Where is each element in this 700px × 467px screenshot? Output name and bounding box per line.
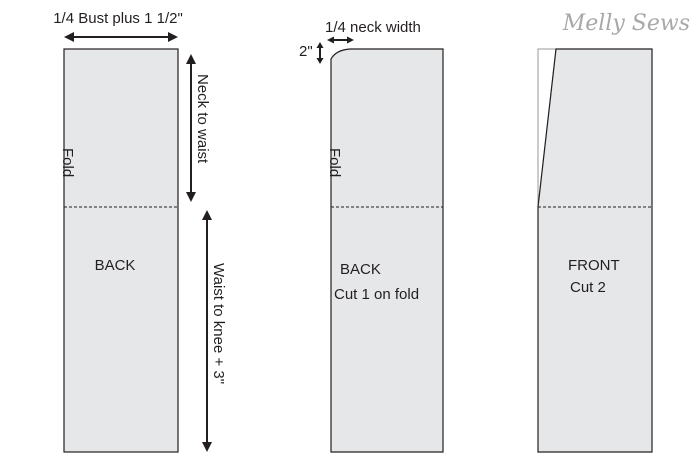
neck-to-waist-arrow bbox=[186, 54, 196, 202]
bust-width-label: 1/4 Bust plus 1 1/2" bbox=[53, 10, 183, 27]
neck-width-label: 1/4 neck width bbox=[325, 19, 421, 36]
waist-to-knee-label: Waist to knee + 3" bbox=[210, 263, 227, 384]
pattern-piece-back-left: Fold BACK bbox=[59, 48, 179, 453]
piece-name-label: BACK bbox=[95, 257, 136, 274]
neck-to-waist-label: Neck to waist bbox=[194, 74, 211, 164]
pattern-piece-back-middle: Fold BACK Cut 1 on fold bbox=[326, 48, 444, 453]
cut-instruction-label: Cut 1 on fold bbox=[334, 286, 419, 303]
piece-outline-neckline bbox=[330, 48, 444, 453]
fold-label: Fold bbox=[326, 148, 343, 177]
piece-outline bbox=[537, 48, 653, 453]
pattern-piece-front: FRONT Cut 2 bbox=[537, 48, 653, 453]
neck-depth-arrow bbox=[316, 42, 324, 64]
piece-name-label: BACK bbox=[340, 261, 381, 278]
fold-label: Fold bbox=[59, 148, 76, 177]
bust-width-arrow bbox=[64, 32, 178, 42]
waist-to-knee-arrow bbox=[202, 210, 212, 452]
neck-depth-label: 2" bbox=[299, 43, 313, 60]
cut-instruction-label: Cut 2 bbox=[570, 279, 606, 296]
piece-outline bbox=[63, 48, 179, 453]
watermark-logo: Melly Sews bbox=[562, 11, 690, 36]
neck-width-arrow bbox=[327, 36, 354, 44]
piece-name-label: FRONT bbox=[568, 257, 620, 274]
